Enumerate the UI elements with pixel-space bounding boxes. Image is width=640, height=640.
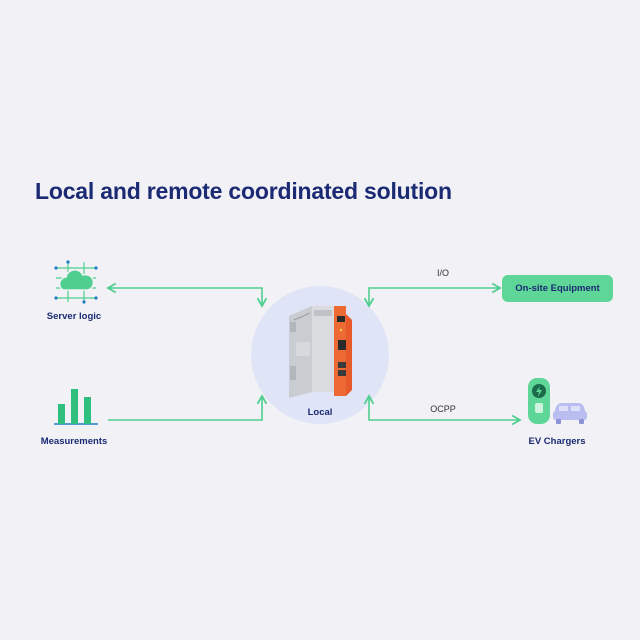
ocpp-edge-label: OCPP — [430, 404, 456, 414]
cloud-network-icon — [54, 260, 98, 304]
edge-measurements-local — [108, 394, 268, 421]
onsite-equipment-node: On-site Equipment — [502, 275, 613, 302]
ev-chargers-label: EV Chargers — [528, 436, 586, 447]
measurements-label: Measurements — [40, 436, 108, 447]
onsite-equipment-label: On-site Equipment — [515, 283, 600, 294]
edge-ocpp — [363, 394, 522, 426]
server-logic-label: Server logic — [46, 311, 102, 322]
io-edge-label: I/O — [436, 268, 450, 278]
local-label: Local — [307, 407, 333, 418]
din-rail-controller-icon — [289, 306, 352, 398]
bar-chart-icon — [54, 389, 98, 425]
page-title: Local and remote coordinated solution — [35, 178, 452, 204]
edge-io — [363, 282, 502, 308]
edge-server-logic-local — [106, 282, 268, 308]
ev-charger-car-icon — [528, 378, 587, 424]
